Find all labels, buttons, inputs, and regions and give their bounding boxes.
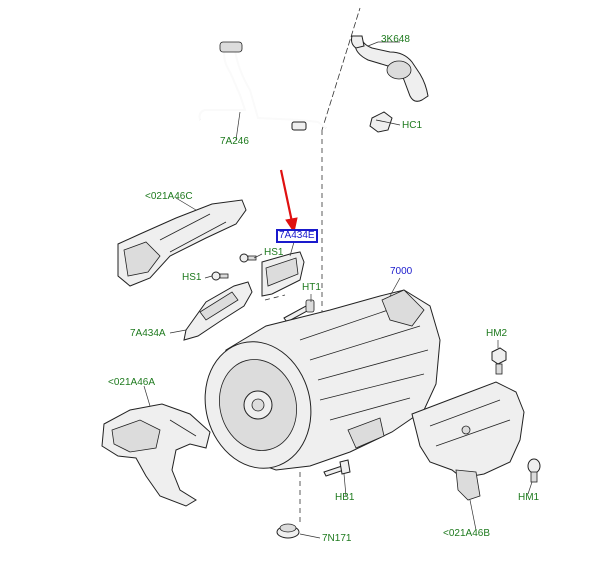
pointer-arrow xyxy=(279,169,298,234)
screw-hs1-top[interactable] xyxy=(239,253,257,263)
label-7a434e-highlighted[interactable]: 7A434E xyxy=(276,229,318,243)
leader-lines xyxy=(143,41,533,539)
screw-hs1-left[interactable] xyxy=(211,271,229,281)
bolt-hb1[interactable] xyxy=(323,459,351,477)
label-7n171[interactable]: 7N171 xyxy=(322,533,352,544)
label-hc1[interactable]: HC1 xyxy=(402,120,423,131)
heat-shield-021a46a[interactable] xyxy=(101,403,211,507)
plug-hm1[interactable] xyxy=(527,458,541,483)
label-021a46b[interactable]: <021A46B xyxy=(443,528,490,539)
label-7000[interactable]: 7000 xyxy=(390,266,413,277)
heat-shield-021a46c[interactable] xyxy=(117,199,247,287)
hose-3k648[interactable] xyxy=(351,35,429,102)
stud-ht1[interactable] xyxy=(283,299,315,323)
label-021a46a[interactable]: <021A46A xyxy=(108,377,155,388)
label-021a46c[interactable]: <021A46C xyxy=(145,191,193,202)
plug-7n171[interactable] xyxy=(276,523,300,539)
transmission-7000[interactable] xyxy=(191,289,441,480)
bracket-7a434e[interactable] xyxy=(261,251,305,297)
label-hb1[interactable]: HB1 xyxy=(335,492,355,503)
bracket-7a434a[interactable] xyxy=(183,281,253,341)
cooler-pipe-7a246[interactable] xyxy=(198,41,327,131)
label-hm2[interactable]: HM2 xyxy=(486,328,508,339)
label-3k648[interactable]: 3K648 xyxy=(381,34,410,45)
nut-hm2[interactable] xyxy=(491,347,507,375)
label-ht1[interactable]: HT1 xyxy=(302,282,321,293)
label-7a434a[interactable]: 7A434A xyxy=(130,328,166,339)
label-hs1-top[interactable]: HS1 xyxy=(264,247,284,258)
heat-shield-021a46b[interactable] xyxy=(411,381,525,501)
clip-hc1[interactable] xyxy=(369,111,393,133)
label-hs1-left[interactable]: HS1 xyxy=(182,272,202,283)
label-hm1[interactable]: HM1 xyxy=(518,492,540,503)
label-7a246[interactable]: 7A246 xyxy=(220,136,249,147)
